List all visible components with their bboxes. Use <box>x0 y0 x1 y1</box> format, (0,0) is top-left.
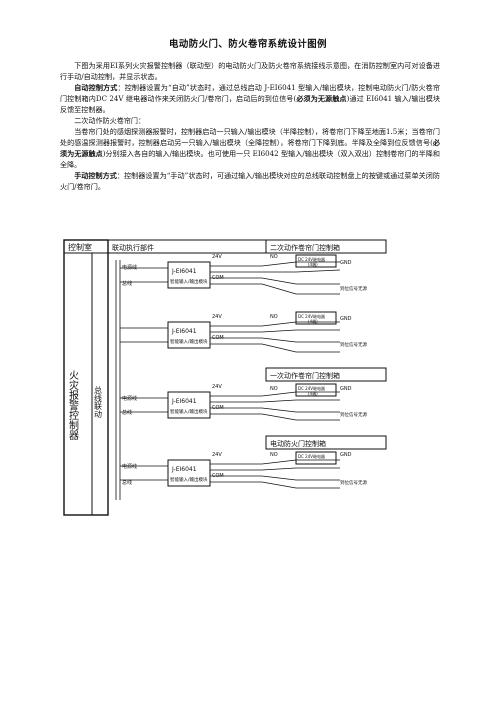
cabinet-3-label: 电动防火门控制箱 <box>270 439 326 448</box>
page-title: 电动防火门、防火卷帘系统设计图例 <box>168 39 327 50</box>
svg-text:GND: GND <box>340 452 352 458</box>
svg-text:NO: NO <box>270 386 278 392</box>
bus-linkage-label: 总线联动 <box>94 385 103 419</box>
svg-text:智能输入/输出模块: 智能输入/输出模块 <box>170 408 208 415</box>
svg-text:到位信号无源: 到位信号无源 <box>340 285 367 292</box>
svg-text:DC 24V继电器: DC 24V继电器 <box>298 313 325 319</box>
svg-text:(4端): (4端) <box>308 318 318 324</box>
module-unit-1: 电源线 总线 J-EI6041 智能输入/输出模块 24V COM NO DC … <box>120 254 367 295</box>
svg-text:到位信号无源: 到位信号无源 <box>340 341 367 348</box>
cabinet-2-label: 一次动作卷帘门控制箱 <box>270 371 340 380</box>
svg-text:GND: GND <box>340 316 352 322</box>
svg-text:电源线: 电源线 <box>122 395 137 402</box>
svg-text:24V: 24V <box>212 452 222 458</box>
svg-text:J-EI6041: J-EI6041 <box>171 328 197 335</box>
svg-text:到位信号无源: 到位信号无源 <box>340 479 367 486</box>
svg-text:J-EI6041: J-EI6041 <box>171 398 197 405</box>
svg-text:(4端): (4端) <box>308 390 318 396</box>
alarm-controller-label: 火灾报警控制器 <box>67 370 79 441</box>
svg-text:J-EI6041: J-EI6041 <box>171 466 197 473</box>
svg-text:DC 24V继电器: DC 24V继电器 <box>298 385 325 391</box>
svg-text:DC 24V继电器: DC 24V继电器 <box>298 256 325 262</box>
secondary-door-paragraph: 当卷帘门处的感烟探测器报警时，控制器启动一只输入/输出模块（半降控制），将卷帘门… <box>60 127 441 169</box>
module-unit-4: 电源线 总线 J-EI6041 智能输入/输出模块 24V COM NO DC … <box>120 451 367 489</box>
svg-text:智能输入/输出模块: 智能输入/输出模块 <box>170 338 208 345</box>
svg-text:J-EI6041: J-EI6041 <box>171 268 197 275</box>
svg-text:GND: GND <box>340 260 352 266</box>
svg-text:24V: 24V <box>212 314 222 320</box>
module-unit-3: 电源线 总线 J-EI6041 智能输入/输出模块 24V COM NO DC … <box>120 383 367 421</box>
manual-control-paragraph: 手动控制方式：控制器设置为“手动”状态时，可通过输入/输出模块对应的总线联动控制… <box>60 171 440 191</box>
cabinet-1-label: 二次动作卷帘门控制箱 <box>270 243 340 252</box>
svg-text:火灾报警控制器: 火灾报警控制器 <box>67 370 79 441</box>
svg-text:总线: 总线 <box>122 280 132 287</box>
svg-text:到位信号无源: 到位信号无源 <box>340 411 367 418</box>
svg-text:NO: NO <box>270 254 278 260</box>
svg-text:DC 24V继电器: DC 24V继电器 <box>298 453 325 459</box>
secondary-door-heading: 二次动作防火卷帘门： <box>74 116 146 125</box>
svg-text:(4端): (4端) <box>308 261 318 267</box>
svg-text:总线: 总线 <box>122 409 132 416</box>
module-unit-2: J-EI6041 智能输入/输出模块 24V COM NO DC 24V继电器 … <box>120 311 367 353</box>
intro-paragraph: 下图为采用EI系列火灾报警控制器（联动型）的电动防火门及防火卷帘系统接线示意图，… <box>60 61 440 81</box>
svg-text:GND: GND <box>340 386 352 392</box>
control-room-label: 控制室 <box>68 242 92 252</box>
svg-text:电源线: 电源线 <box>122 264 137 271</box>
svg-text:电源线: 电源线 <box>122 463 137 470</box>
svg-text:总线: 总线 <box>122 479 132 486</box>
auto-control-label: 自动控制方式 <box>74 83 118 92</box>
svg-text:24V: 24V <box>212 254 222 260</box>
linkage-module-label: 联动执行部件 <box>112 243 154 252</box>
svg-text:智能输入/输出模块: 智能输入/输出模块 <box>170 278 208 285</box>
manual-control-label: 手动控制方式 <box>74 171 117 180</box>
svg-text:NO: NO <box>270 314 278 320</box>
svg-text:24V: 24V <box>212 384 222 390</box>
body-text: 下图为采用EI系列火灾报警控制器（联动型）的电动防火门及防火卷帘系统接线示意图，… <box>60 60 440 192</box>
svg-text:智能输入/输出模块: 智能输入/输出模块 <box>170 476 208 483</box>
auto-control-paragraph: 自动控制方式：控制器设置为“自动”状态时，通过总线启动 J-EI6041 型输入… <box>60 83 441 114</box>
svg-text:NO: NO <box>270 452 278 458</box>
